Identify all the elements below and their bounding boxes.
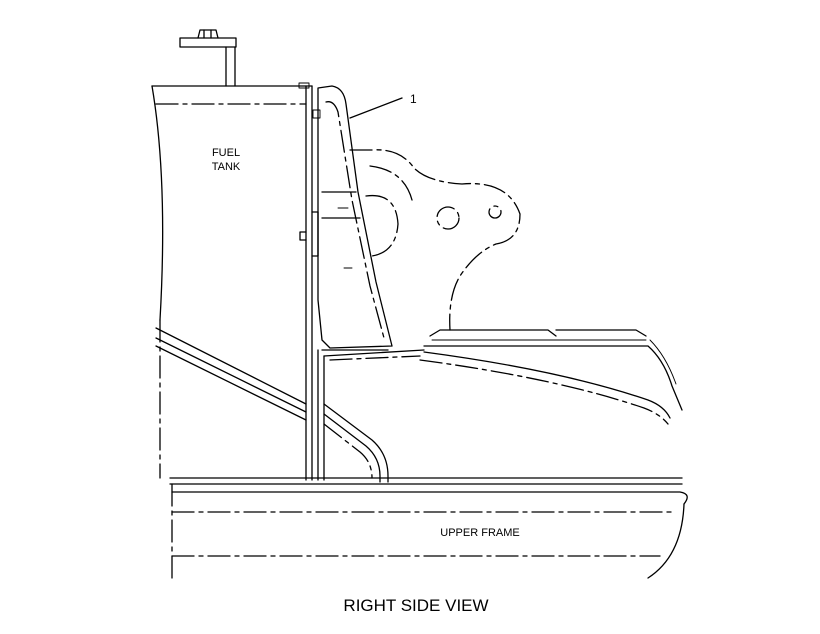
fuel-tank bbox=[151, 82, 321, 481]
mounting-plate bbox=[349, 149, 521, 331]
step-plate bbox=[419, 329, 683, 425]
fuel-tank-label-line1: FUEL bbox=[212, 147, 240, 159]
view-title: RIGHT SIDE VIEW bbox=[343, 596, 488, 615]
deck bbox=[317, 349, 425, 481]
filler-cap bbox=[179, 29, 237, 87]
callout-number-1: 1 bbox=[410, 92, 417, 106]
upper-frame bbox=[169, 477, 688, 579]
frame-rail bbox=[155, 327, 389, 483]
guard-bracket bbox=[317, 85, 393, 351]
fuel-tank-label-line2: TANK bbox=[212, 161, 241, 173]
callout-leader-line bbox=[349, 97, 403, 119]
upper-frame-label: UPPER FRAME bbox=[440, 527, 519, 539]
